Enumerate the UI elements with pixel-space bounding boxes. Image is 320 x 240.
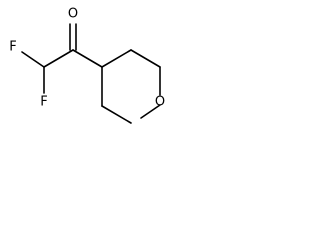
bond-ring-o-c6 <box>140 104 161 119</box>
atom-ring-oxygen: O <box>155 95 165 110</box>
bond-chf2-ftop <box>21 51 45 68</box>
bond-carbonyl-ring <box>72 49 103 68</box>
atom-carbonyl-oxygen: O <box>68 7 78 22</box>
bond-ring-c3-c2 <box>130 49 161 68</box>
bond-ring-c6-c5 <box>101 105 132 124</box>
chemical-structure: F F O O <box>9 7 165 124</box>
bond-chf2-carbonyl <box>43 49 74 68</box>
bond-ring-c4-c3 <box>101 49 132 68</box>
atom-fluorine-bottom: F <box>40 95 47 110</box>
atom-fluorine-top: F <box>9 40 16 55</box>
